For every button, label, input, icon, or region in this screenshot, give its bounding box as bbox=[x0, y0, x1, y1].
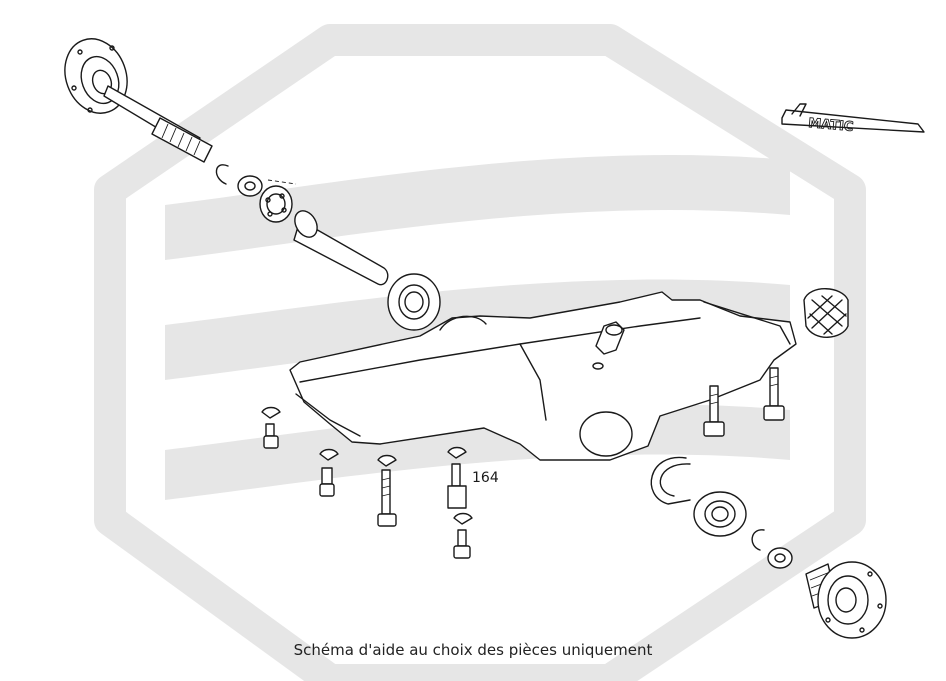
stud-164 bbox=[447, 446, 473, 559]
bolt-4 bbox=[703, 385, 725, 437]
4matic-badge-text: MATIC bbox=[808, 116, 854, 135]
right-axle-flange bbox=[805, 561, 887, 639]
bolt-3 bbox=[377, 454, 397, 527]
axle-housing bbox=[289, 291, 797, 461]
part-number-label: 164 bbox=[472, 470, 499, 486]
right-vent-cover bbox=[803, 288, 849, 338]
shaft-seal-left bbox=[387, 273, 441, 331]
right-circlip bbox=[751, 529, 765, 551]
watermark-stripe-1 bbox=[165, 154, 790, 260]
bolt-group-left bbox=[261, 406, 397, 527]
diagram-caption: Schéma d'aide au choix des pièces unique… bbox=[293, 641, 653, 659]
left-axle-shaft bbox=[103, 85, 213, 163]
right-bearing bbox=[693, 491, 747, 537]
bolt-1 bbox=[261, 406, 281, 449]
4matic-badge: MATIC bbox=[781, 103, 925, 135]
breather-valve bbox=[595, 321, 625, 355]
left-washer bbox=[237, 175, 263, 197]
right-snap-ring bbox=[650, 456, 691, 505]
bolt-group-right bbox=[703, 367, 785, 437]
watermark-hexagon bbox=[94, 24, 866, 681]
stub-shaft bbox=[293, 210, 389, 286]
left-bearing bbox=[259, 185, 293, 223]
right-washer bbox=[767, 547, 793, 569]
bolt-2 bbox=[319, 448, 339, 497]
leader-line bbox=[267, 179, 297, 185]
bolt-5 bbox=[763, 367, 785, 421]
left-circlip bbox=[215, 164, 229, 185]
